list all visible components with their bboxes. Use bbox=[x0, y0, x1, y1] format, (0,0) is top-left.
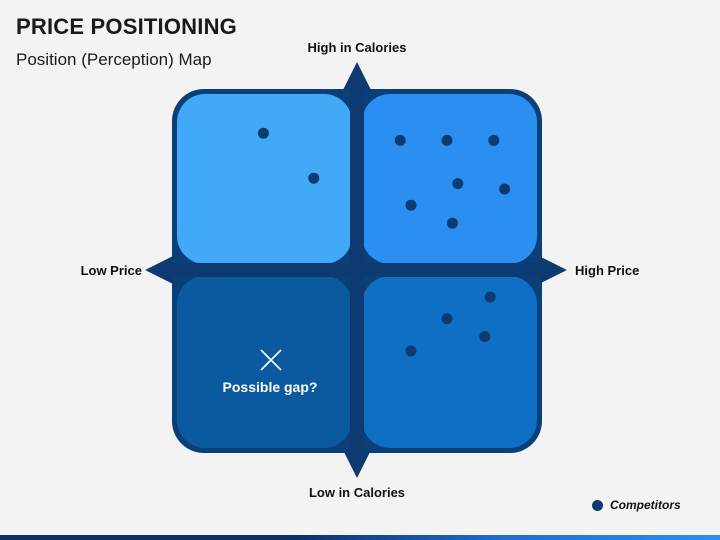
competitor-point-13 bbox=[405, 345, 417, 357]
axis-label-bottom: Low in Calories bbox=[308, 485, 406, 500]
possible-gap-label: Possible gap? bbox=[222, 379, 318, 395]
competitor-point-10 bbox=[484, 291, 496, 303]
competitor-point-7 bbox=[499, 183, 511, 195]
competitor-point-12 bbox=[479, 331, 491, 343]
arrow-up-icon bbox=[343, 62, 371, 90]
quadrant-bottom-left bbox=[177, 276, 352, 448]
quadrant-top-right bbox=[362, 94, 537, 264]
competitor-point-2 bbox=[308, 172, 320, 184]
axes bbox=[145, 62, 567, 478]
footer-bar bbox=[0, 535, 720, 540]
page-subtitle: Position (Perception) Map bbox=[16, 50, 212, 69]
axis-label-left: Low Price bbox=[80, 263, 142, 278]
arrow-left-icon bbox=[145, 256, 173, 284]
competitor-point-6 bbox=[452, 178, 464, 190]
x-mark-icon bbox=[260, 349, 282, 371]
axis-label-right: High Price bbox=[575, 263, 640, 278]
axis-label-top: High in Calories bbox=[307, 40, 407, 55]
competitor-point-5 bbox=[488, 134, 500, 146]
legend-dot-icon bbox=[592, 499, 603, 511]
legend: Competitors bbox=[592, 498, 681, 512]
horizontal-axis bbox=[170, 263, 544, 277]
competitor-point-1 bbox=[257, 127, 269, 139]
quadrant-top-left bbox=[177, 94, 352, 264]
quadrant-bottom-right bbox=[362, 276, 537, 448]
competitor-points bbox=[257, 127, 511, 357]
arrow-right-icon bbox=[539, 256, 567, 284]
competitor-point-8 bbox=[405, 199, 417, 211]
legend-label: Competitors bbox=[610, 498, 681, 512]
page-title: PRICE POSITIONING bbox=[16, 14, 237, 39]
quadrant-frame bbox=[172, 89, 542, 453]
competitor-point-4 bbox=[441, 134, 453, 146]
competitor-point-11 bbox=[441, 313, 453, 325]
competitor-point-3 bbox=[394, 134, 406, 146]
arrow-down-icon bbox=[343, 450, 371, 478]
competitor-point-9 bbox=[446, 217, 458, 229]
